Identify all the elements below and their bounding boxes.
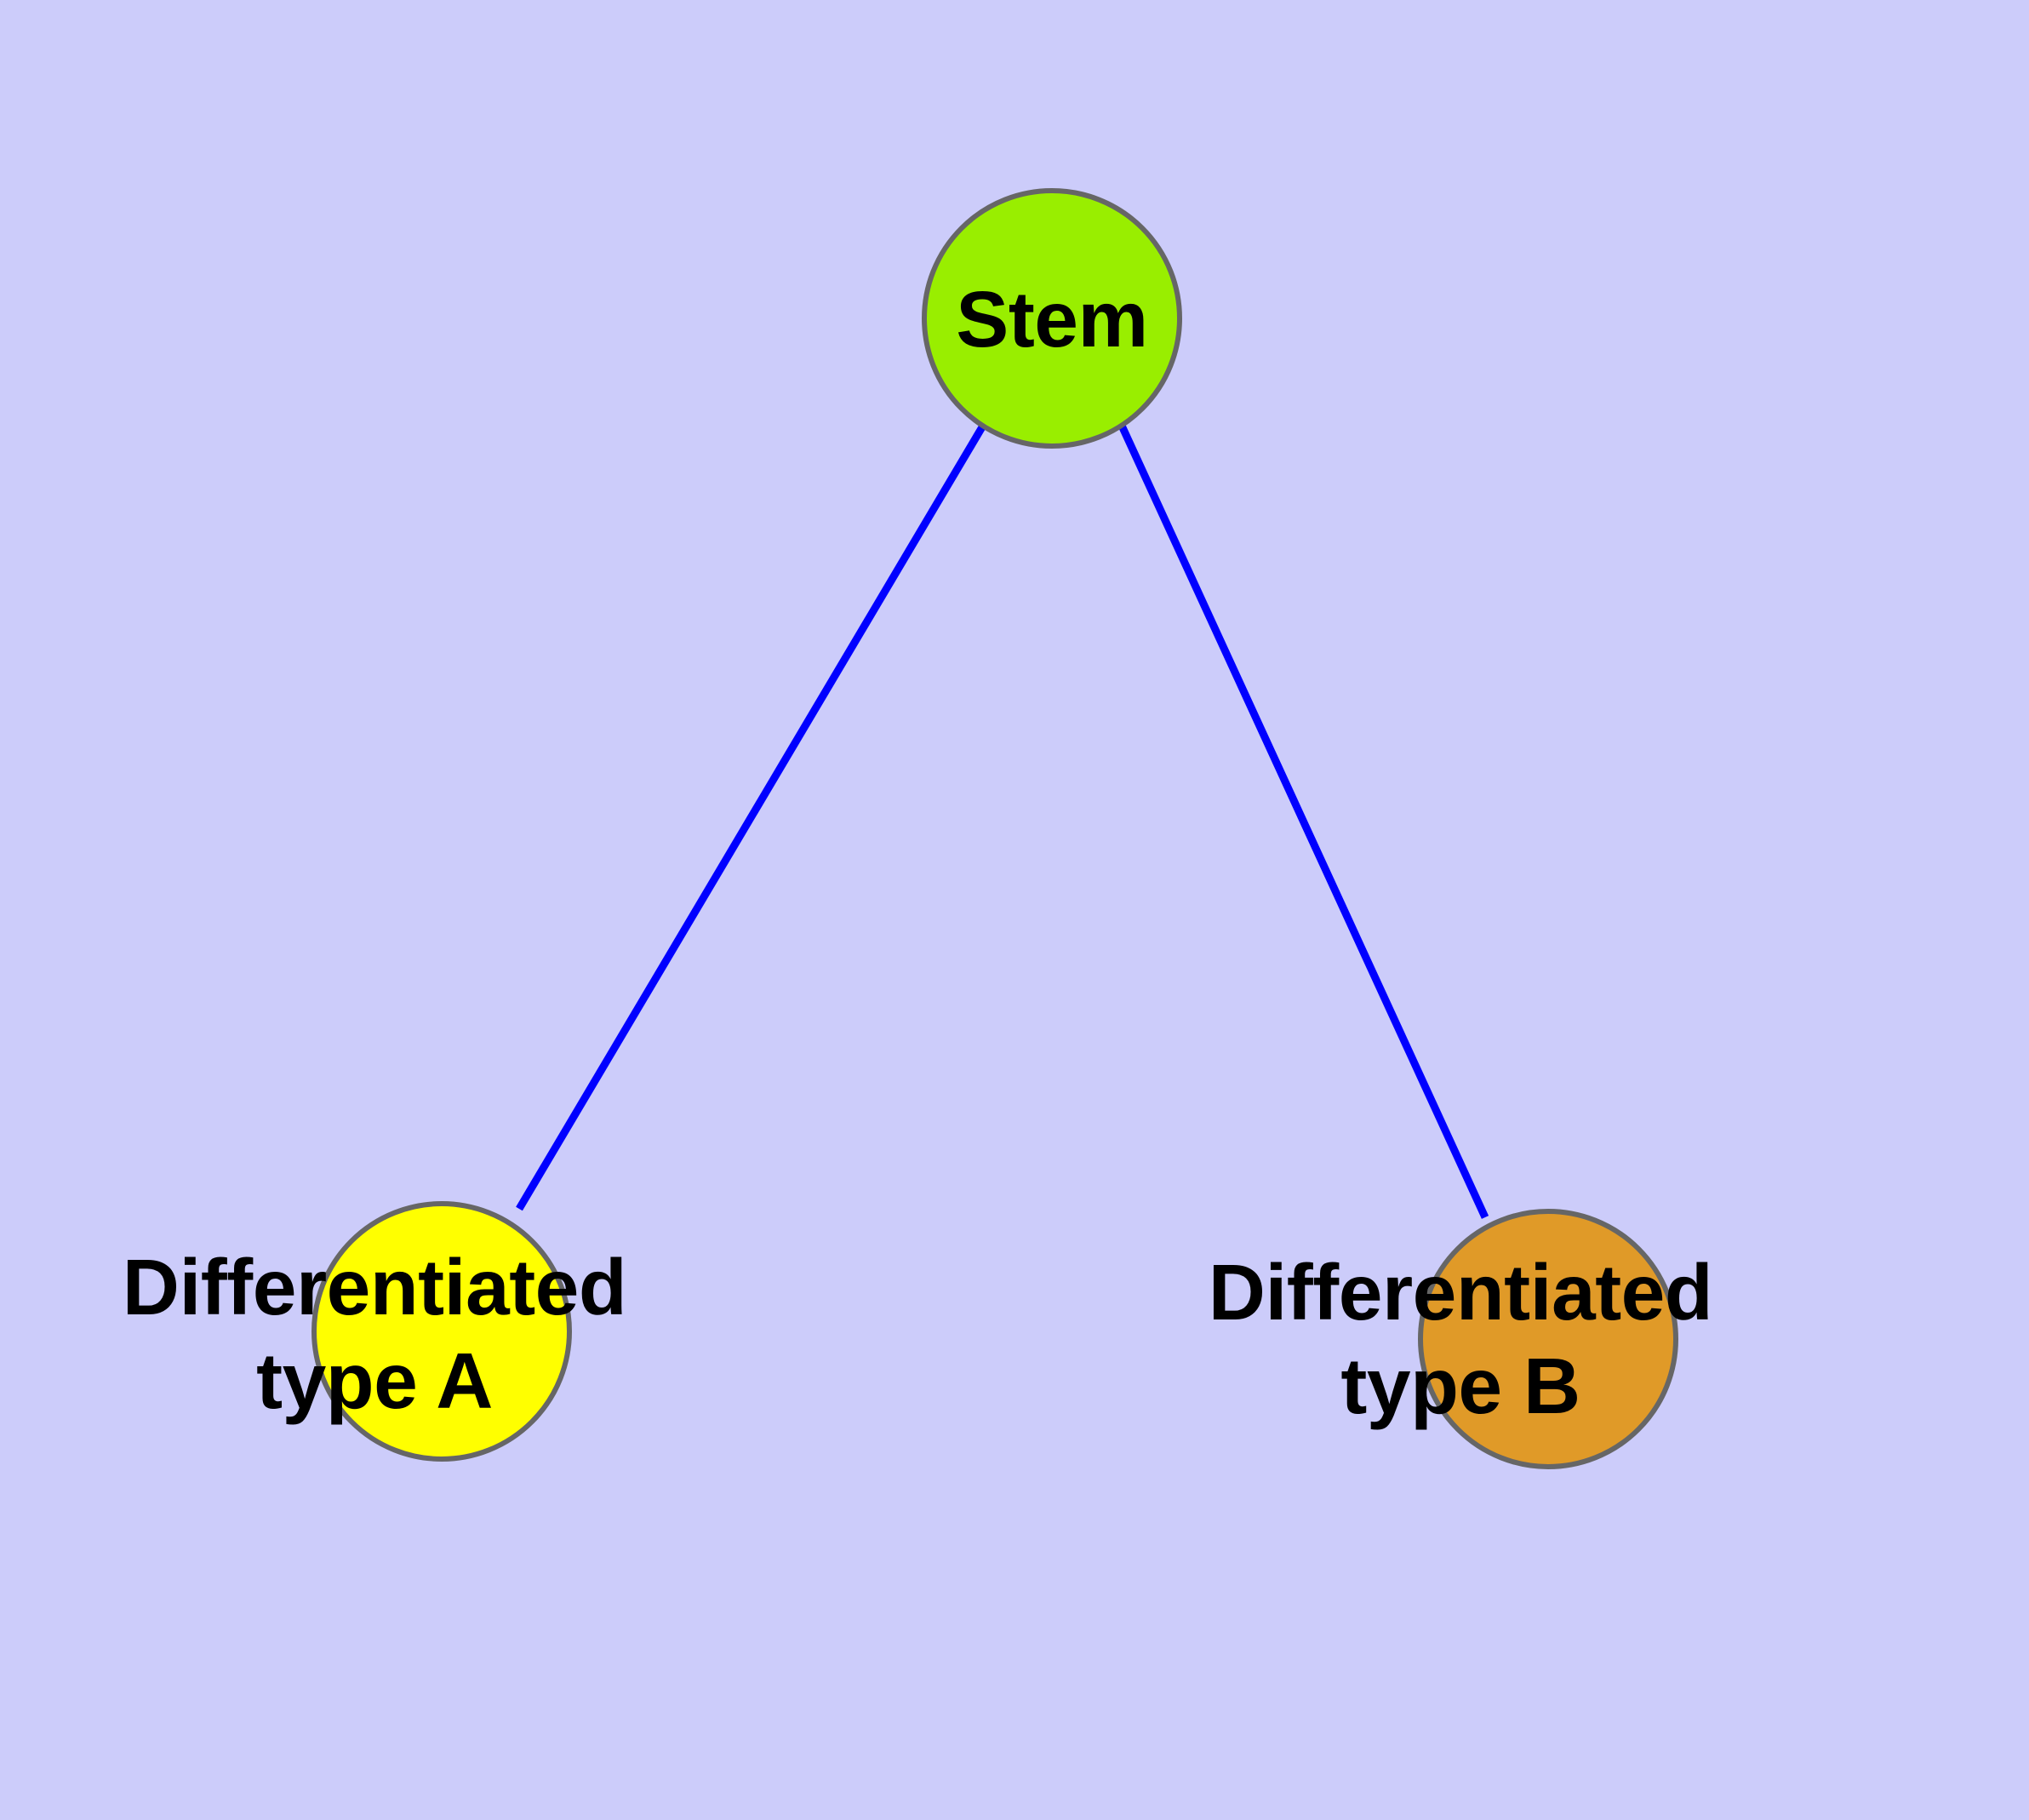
edges-group [516,423,1489,1219]
node-differentiated-type-b[interactable] [1418,1209,1678,1469]
node-stem[interactable] [922,188,1182,449]
nodes-group [311,188,1678,1469]
edge-stem-to-differentiated-type-b[interactable] [1117,424,1489,1219]
node-differentiated-type-a[interactable] [311,1201,572,1462]
edge-stem-to-differentiated-type-a[interactable] [516,423,986,1211]
